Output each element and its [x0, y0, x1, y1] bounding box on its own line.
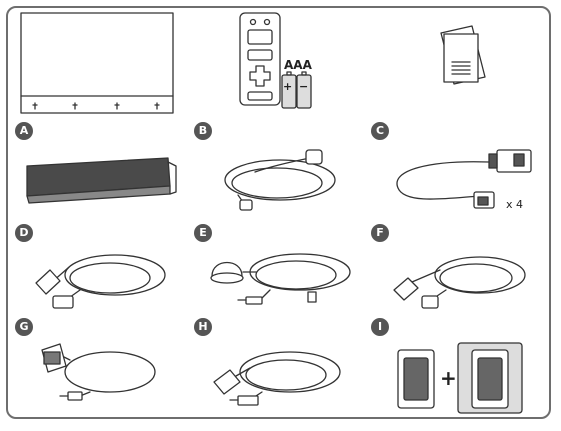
quantity-label: x 4 — [506, 198, 524, 211]
clip-adapter-icon — [397, 342, 523, 414]
badge-e: E — [194, 224, 212, 242]
contents-frame — [6, 6, 551, 419]
rgb-audio-cable-icon — [41, 343, 156, 401]
battery-plus-sign: + — [283, 80, 293, 93]
badge-g: G — [15, 318, 33, 336]
battery-minus-sign: − — [299, 80, 309, 93]
hdmi-cable-icon — [35, 254, 166, 309]
badge-h: H — [194, 318, 212, 336]
manual-icon — [440, 25, 486, 85]
badge-d: D — [15, 224, 33, 242]
usb-cable-icon — [393, 256, 526, 309]
badge-i: I — [371, 318, 389, 336]
remote-control-icon — [239, 12, 281, 106]
cable-holder-icon — [396, 149, 532, 209]
badge-b: B — [194, 122, 212, 140]
badge-c: C — [371, 122, 389, 140]
usb-audio-cable-icon — [213, 351, 341, 406]
join-plus-sign: + — [440, 366, 457, 390]
battery-type-label: AAA — [284, 58, 312, 72]
badge-a: A — [15, 122, 33, 140]
puck-remote-cable-icon — [210, 253, 351, 305]
battery-icon — [281, 71, 312, 109]
badge-f: F — [371, 224, 389, 242]
monitor-icon — [20, 12, 174, 114]
monitor-stand-base-icon — [26, 157, 177, 204]
power-cord-icon — [224, 149, 336, 211]
